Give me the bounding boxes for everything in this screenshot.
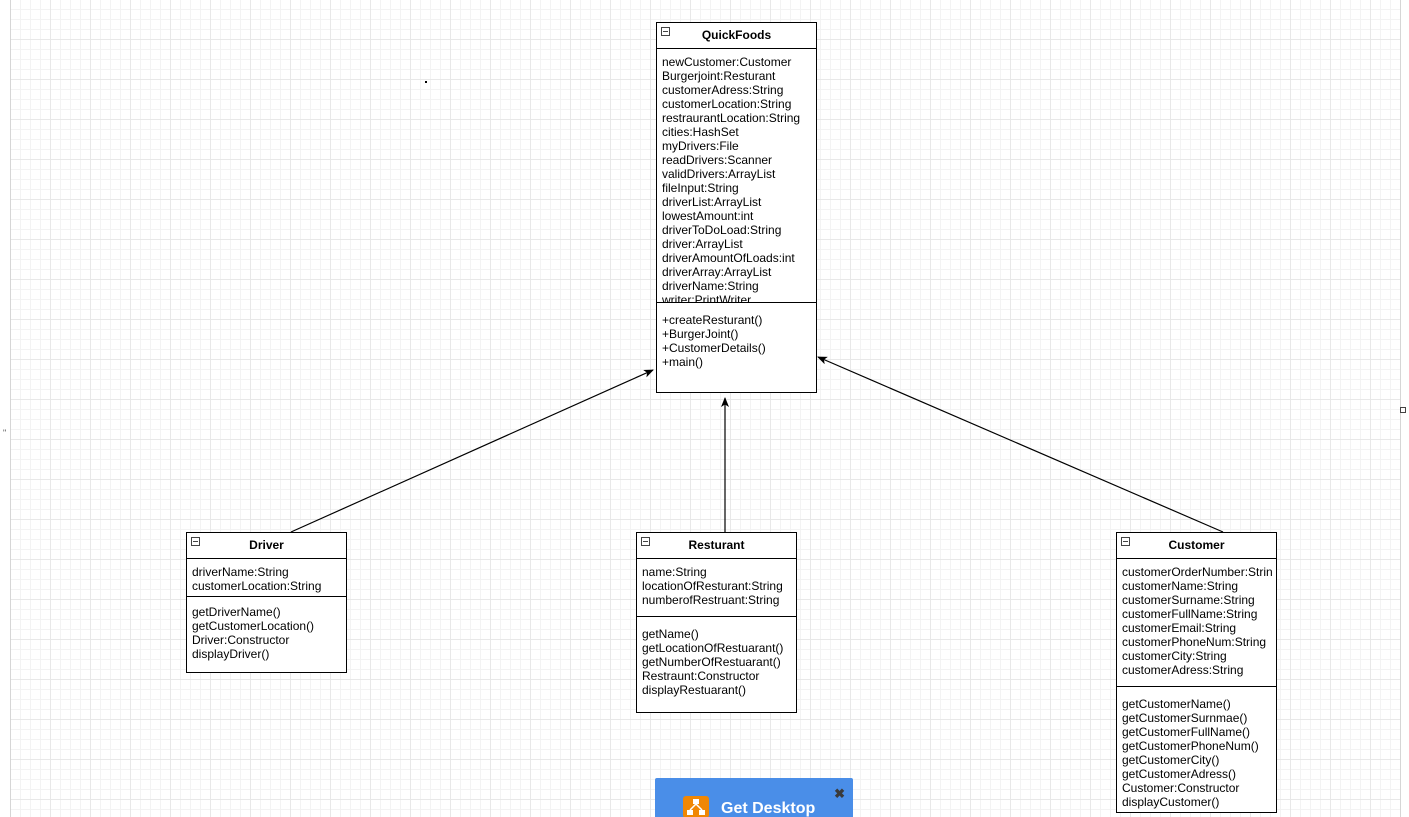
drawio-logo-icon — [683, 796, 709, 817]
method: getCustomerName() — [1122, 697, 1231, 711]
method: getCustomerSurnmae() — [1122, 711, 1248, 725]
method: Restraunt:Constructor — [642, 669, 760, 683]
class-header: QuickFoods — [657, 23, 816, 49]
class-customer[interactable]: Customer customerOrderNumber:Strin custo… — [1116, 532, 1277, 813]
method: displayCustomer() — [1122, 795, 1220, 809]
attribute: driverAmountOfLoads:int — [662, 251, 795, 265]
attribute: driver:ArrayList — [662, 237, 743, 251]
method: +main() — [662, 355, 704, 369]
class-name: Driver — [249, 538, 284, 552]
collapse-icon[interactable] — [191, 537, 200, 546]
method: Customer:Constructor — [1122, 781, 1240, 795]
attribute: driverArray:ArrayList — [662, 265, 772, 279]
method: +createResturant() — [662, 313, 763, 327]
class-header: Customer — [1117, 533, 1276, 559]
attribute-list: newCustomer:Customer Burgerjoint:Restura… — [657, 49, 816, 303]
method-list: getDriverName() getCustomerLocation() Dr… — [187, 597, 346, 667]
method: getCustomerLocation() — [192, 619, 315, 633]
method-list: getName() getLocationOfRestuarant() getN… — [637, 617, 796, 703]
attribute: customerLocation:String — [192, 579, 322, 593]
method: getCustomerAdress() — [1122, 767, 1237, 781]
method: +BurgerJoint() — [662, 327, 739, 341]
attribute: customerEmail:String — [1122, 621, 1237, 635]
attribute: driverName:String — [192, 565, 289, 579]
method: getDriverName() — [192, 605, 281, 619]
attribute-list: customerOrderNumber:Strin customerName:S… — [1117, 559, 1276, 687]
attribute: myDrivers:File — [662, 139, 739, 153]
attribute: customerOrderNumber:Strin — [1122, 565, 1273, 579]
attribute-list: driverName:String customerLocation:Strin… — [187, 559, 346, 597]
class-header: Driver — [187, 533, 346, 559]
attribute: writer:PrintWriter — [662, 293, 752, 303]
class-driver[interactable]: Driver driverName:String customerLocatio… — [186, 532, 347, 673]
method: getCustomerPhoneNum() — [1122, 739, 1259, 753]
attribute: newCustomer:Customer — [662, 55, 792, 69]
attribute: lowestAmount:int — [662, 209, 754, 223]
class-name: QuickFoods — [701, 28, 772, 42]
collapse-icon[interactable] — [661, 27, 670, 36]
class-name: Resturant — [688, 538, 745, 552]
close-icon[interactable]: ✖ — [834, 786, 845, 801]
attribute: customerPhoneNum:String — [1122, 635, 1267, 649]
attribute: customerLocation:String — [662, 97, 792, 111]
attribute: restraurantLocation:String — [662, 111, 801, 125]
method: getLocationOfRestuarant() — [642, 641, 784, 655]
left-panel-marker: " — [3, 428, 7, 438]
attribute: customerAdress:String — [1122, 663, 1244, 677]
arrow-driver-to-quickfoods — [290, 369, 654, 533]
attribute: numberofRestruant:String — [642, 593, 780, 607]
class-header: Resturant — [637, 533, 796, 559]
attribute: fileInput:String — [662, 181, 739, 195]
method: displayRestuarant() — [642, 683, 747, 697]
attribute: customerSurname:String — [1122, 593, 1255, 607]
collapse-icon[interactable] — [641, 537, 650, 546]
attribute-list: name:String locationOfResturant:String n… — [637, 559, 796, 617]
class-name: Customer — [1168, 538, 1225, 552]
get-desktop-banner[interactable]: Get Desktop ✖ — [655, 778, 853, 817]
class-resturant[interactable]: Resturant name:String locationOfResturan… — [636, 532, 797, 713]
attribute: driverToDoLoad:String — [662, 223, 782, 237]
attribute: validDrivers:ArrayList — [662, 167, 776, 181]
class-quickfoods[interactable]: QuickFoods newCustomer:Customer Burgerjo… — [656, 22, 817, 393]
method: getCustomerCity() — [1122, 753, 1220, 767]
collapse-icon[interactable] — [1121, 537, 1130, 546]
method: getNumberOfRestuarant() — [642, 655, 781, 669]
attribute: name:String — [642, 565, 707, 579]
method: +CustomerDetails() — [662, 341, 766, 355]
method: getName() — [642, 627, 699, 641]
method-list: getCustomerName() getCustomerSurnmae() g… — [1117, 687, 1276, 815]
method: displayDriver() — [192, 647, 270, 661]
attribute: locationOfResturant:String — [642, 579, 783, 593]
attribute: driverName:String — [662, 279, 759, 293]
resize-handle[interactable] — [1400, 407, 1406, 413]
attribute: driverList:ArrayList — [662, 195, 762, 209]
attribute: customerAdress:String — [662, 83, 784, 97]
banner-text: Get Desktop — [721, 800, 816, 817]
attribute: Burgerjoint:Resturant — [662, 69, 776, 83]
attribute: customerFullName:String — [1122, 607, 1258, 621]
attribute: customerCity:String — [1122, 649, 1227, 663]
attribute: customerName:String — [1122, 579, 1239, 593]
arrow-customer-to-quickfoods — [817, 356, 1224, 533]
canvas-dot — [425, 81, 427, 83]
method-list: +createResturant() +BurgerJoint() +Custo… — [657, 303, 816, 375]
attribute: readDrivers:Scanner — [662, 153, 773, 167]
method: Driver:Constructor — [192, 633, 290, 647]
method: getCustomerFullName() — [1122, 725, 1251, 739]
attribute: cities:HashSet — [662, 125, 739, 139]
